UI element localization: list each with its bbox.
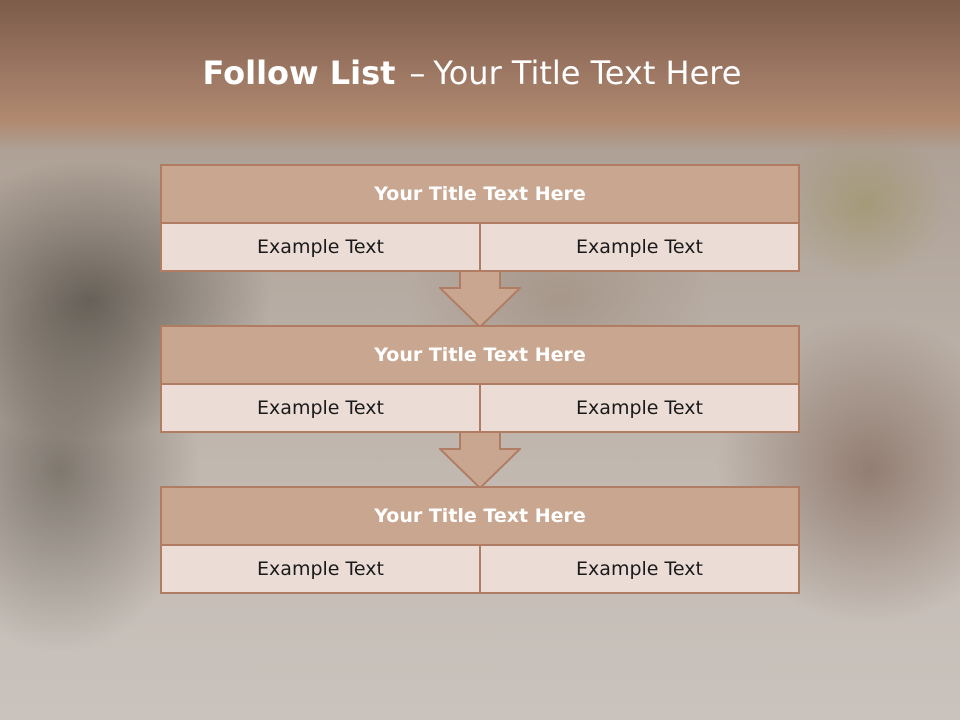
title-bar — [0, 0, 960, 150]
block-row: Example Text Example Text — [162, 385, 798, 431]
slide-title-bold: Follow List — [202, 54, 396, 92]
block-row: Example Text Example Text — [162, 546, 798, 592]
example-text-right: Example Text — [479, 385, 798, 431]
slide-title-dash: – — [409, 54, 426, 92]
block-title: Your Title Text Here — [162, 166, 798, 224]
block-title: Your Title Text Here — [162, 488, 798, 546]
list-block-2: Your Title Text Here Example Text Exampl… — [160, 325, 800, 433]
list-block-1: Your Title Text Here Example Text Exampl… — [160, 164, 800, 272]
example-text-right: Example Text — [479, 546, 798, 592]
list-block-3: Your Title Text Here Example Text Exampl… — [160, 486, 800, 594]
down-arrow-icon — [439, 270, 521, 329]
example-text-left: Example Text — [257, 558, 384, 580]
block-title: Your Title Text Here — [162, 327, 798, 385]
slide-title: Follow List–Your Title Text Here — [0, 54, 944, 92]
example-text-right: Example Text — [479, 224, 798, 270]
example-text-left: Example Text — [257, 236, 384, 258]
down-arrow-icon — [439, 431, 521, 490]
example-text-left: Example Text — [257, 397, 384, 419]
block-row: Example Text Example Text — [162, 224, 798, 270]
slide-title-rest: Your Title Text Here — [433, 54, 742, 92]
